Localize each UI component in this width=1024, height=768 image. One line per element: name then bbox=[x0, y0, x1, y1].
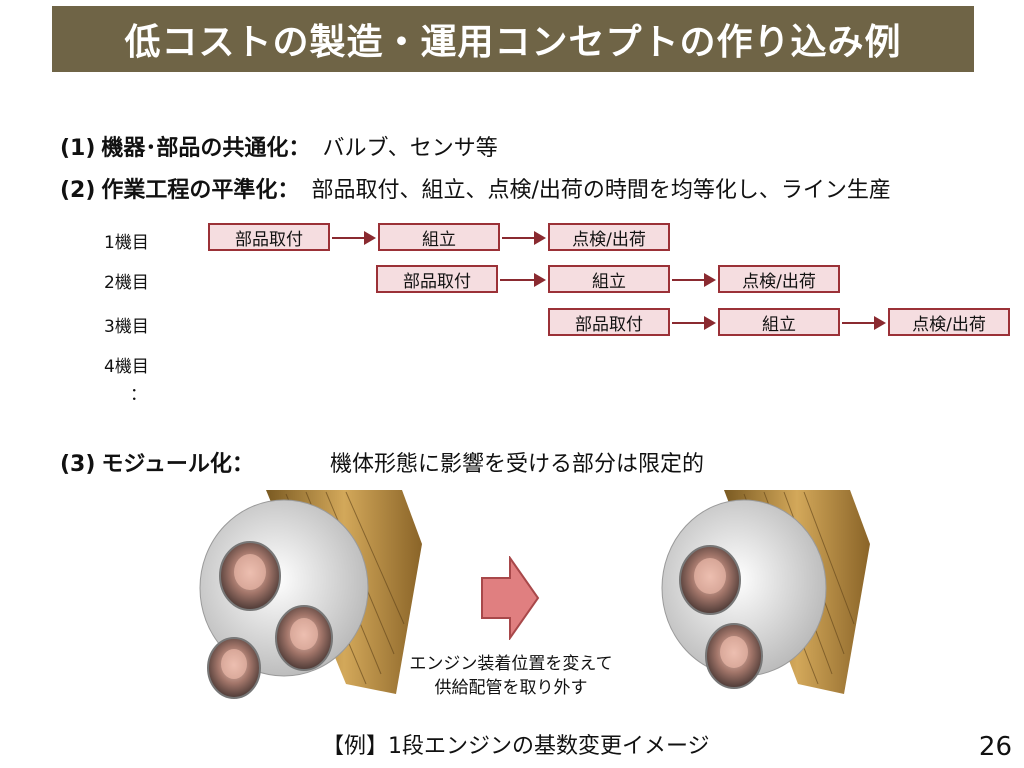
note-line: 供給配管を取り外す bbox=[434, 678, 588, 698]
note-line: エンジン装着位置を変えて bbox=[409, 654, 613, 674]
nozzle-icon bbox=[275, 605, 333, 671]
arrow-icon bbox=[500, 273, 546, 287]
page-number: 26 bbox=[978, 732, 1012, 762]
item-heading: 機器･部品の共通化： bbox=[101, 136, 311, 161]
nozzle-icon bbox=[219, 541, 281, 611]
step-box-parts-mounting: 部品取付 bbox=[208, 223, 330, 251]
transition-arrow-icon bbox=[481, 556, 540, 640]
item-heading: モジュール化： bbox=[101, 452, 254, 477]
modification-note: エンジン装着位置を変えて 供給配管を取り外す bbox=[376, 652, 646, 700]
step-box-inspection-shipping: 点検/出荷 bbox=[888, 308, 1010, 336]
item-commonization: (1)機器･部品の共通化： バルブ、センサ等 bbox=[60, 130, 498, 162]
continuation-mark: ： bbox=[130, 385, 147, 405]
nozzle-icon bbox=[679, 545, 741, 615]
machine-label-4: 4機目 bbox=[104, 357, 149, 377]
step-box-parts-mounting: 部品取付 bbox=[548, 308, 670, 336]
slide-title: 低コストの製造・運用コンセプトの作り込み例 bbox=[52, 6, 974, 72]
item-modularization: (3)モジュール化： bbox=[60, 446, 254, 478]
two-engine-stage-illustration bbox=[661, 490, 870, 694]
three-engine-stage-illustration bbox=[199, 490, 422, 699]
arrow-icon bbox=[502, 231, 546, 245]
machine-label-2: 2機目 bbox=[104, 273, 149, 293]
item-number: (2) bbox=[60, 178, 96, 203]
arrow-icon bbox=[672, 273, 716, 287]
nozzle-icon bbox=[207, 637, 261, 699]
step-box-parts-mounting: 部品取付 bbox=[376, 265, 498, 293]
nozzle-icon bbox=[705, 623, 763, 689]
item-description: 部品取付、組立、点検/出荷の時間を均等化し、ライン生産 bbox=[311, 178, 891, 203]
arrow-icon bbox=[332, 231, 376, 245]
item-number: (3) bbox=[60, 452, 96, 477]
step-box-assembly: 組立 bbox=[378, 223, 500, 251]
item-heading: 作業工程の平準化： bbox=[101, 178, 300, 203]
step-box-assembly: 組立 bbox=[548, 265, 670, 293]
item-description: バルブ、センサ等 bbox=[322, 136, 498, 161]
machine-label-3: 3機目 bbox=[104, 317, 149, 337]
arrow-icon bbox=[842, 316, 886, 330]
step-box-inspection-shipping: 点検/出荷 bbox=[718, 265, 840, 293]
step-box-assembly: 組立 bbox=[718, 308, 840, 336]
step-box-inspection-shipping: 点検/出荷 bbox=[548, 223, 670, 251]
machine-label-1: 1機目 bbox=[104, 233, 149, 253]
arrow-icon bbox=[672, 316, 716, 330]
item-number: (1) bbox=[60, 136, 96, 161]
figure-caption: 【例】1段エンジンの基数変更イメージ bbox=[322, 734, 710, 759]
item-leveling: (2)作業工程の平準化： 部品取付、組立、点検/出荷の時間を均等化し、ライン生産 bbox=[60, 172, 891, 204]
item-description: 機体形態に影響を受ける部分は限定的 bbox=[330, 452, 705, 477]
